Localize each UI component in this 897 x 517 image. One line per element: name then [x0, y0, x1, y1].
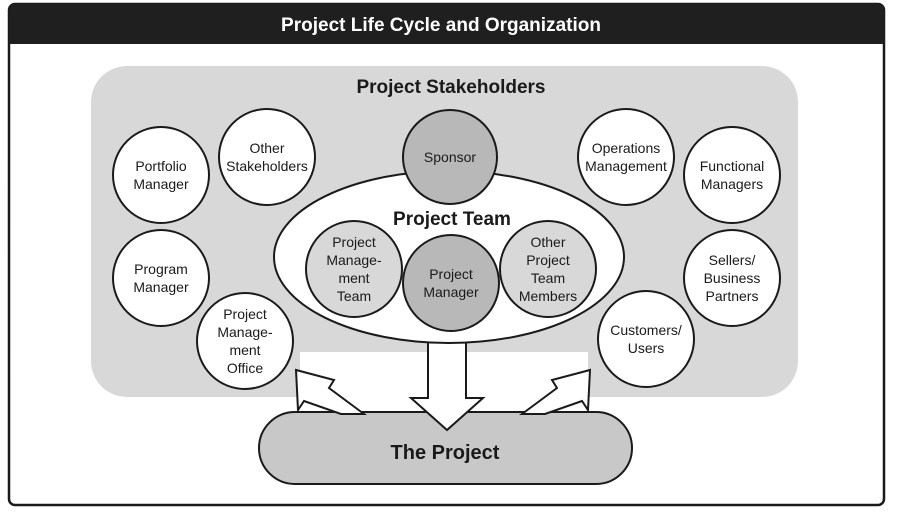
node-circle — [683, 229, 781, 327]
node-label-line: Sellers/ — [709, 252, 756, 268]
node-circle — [499, 220, 597, 318]
node-label-line: Manage- — [326, 252, 382, 268]
node-circle — [305, 220, 403, 318]
node-label-line: Operations — [592, 140, 660, 156]
node-label-line: Project — [332, 234, 376, 250]
node-circle — [112, 126, 210, 224]
node-label-line: Management — [585, 158, 667, 174]
node-circle — [402, 109, 498, 205]
node-label-line: Users — [628, 340, 665, 356]
left-up-arrow — [294, 368, 368, 415]
down-arrow — [408, 335, 486, 432]
stakeholder-nodes: PortfolioManagerOtherStakeholdersSponsor… — [112, 108, 781, 390]
node-label-line: Portfolio — [135, 158, 187, 174]
node-label-line: Sponsor — [424, 149, 476, 165]
diagram-title: Project Life Cycle and Organization — [281, 15, 601, 36]
node-label-line: Manager — [133, 279, 189, 295]
node-label-line: Manager — [133, 176, 189, 192]
node-circle — [218, 108, 316, 206]
team-label: Project Team — [393, 209, 511, 230]
node-label-line: Office — [227, 360, 264, 376]
node-label-line: ment — [229, 342, 260, 358]
node-label-line: Business — [704, 270, 761, 286]
node-label-line: Managers — [701, 176, 763, 192]
node-label-line: Other — [530, 234, 565, 250]
node-label-line: Manage- — [217, 324, 273, 340]
node-circle — [112, 229, 210, 327]
right-up-arrow — [518, 368, 592, 415]
node-label-line: Partners — [706, 288, 759, 304]
node-customers-users: Customers/Users — [597, 290, 695, 388]
node-label-line: Other — [249, 140, 284, 156]
node-label-line: Functional — [700, 158, 765, 174]
node-label-line: Project — [526, 252, 570, 268]
node-sponsor: Sponsor — [402, 109, 498, 205]
node-label-line: Members — [519, 288, 577, 304]
node-label-line: Project — [223, 306, 267, 322]
node-label-line: Program — [134, 261, 188, 277]
node-circle — [402, 234, 500, 332]
node-circle — [683, 126, 781, 224]
node-label-line: Customers/ — [610, 322, 682, 338]
project-label: The Project — [391, 442, 500, 464]
title-bar — [9, 4, 884, 44]
node-label-line: Team — [531, 270, 565, 286]
node-label-line: Manager — [423, 284, 479, 300]
stakeholders-label: Project Stakeholders — [356, 77, 545, 98]
node-label-line: Stakeholders — [226, 158, 308, 174]
node-label-line: Project — [429, 266, 473, 282]
node-label-line: Team — [337, 288, 371, 304]
node-label-line: ment — [338, 270, 369, 286]
node-circle — [577, 108, 675, 206]
node-circle — [196, 292, 294, 390]
node-circle — [597, 290, 695, 388]
